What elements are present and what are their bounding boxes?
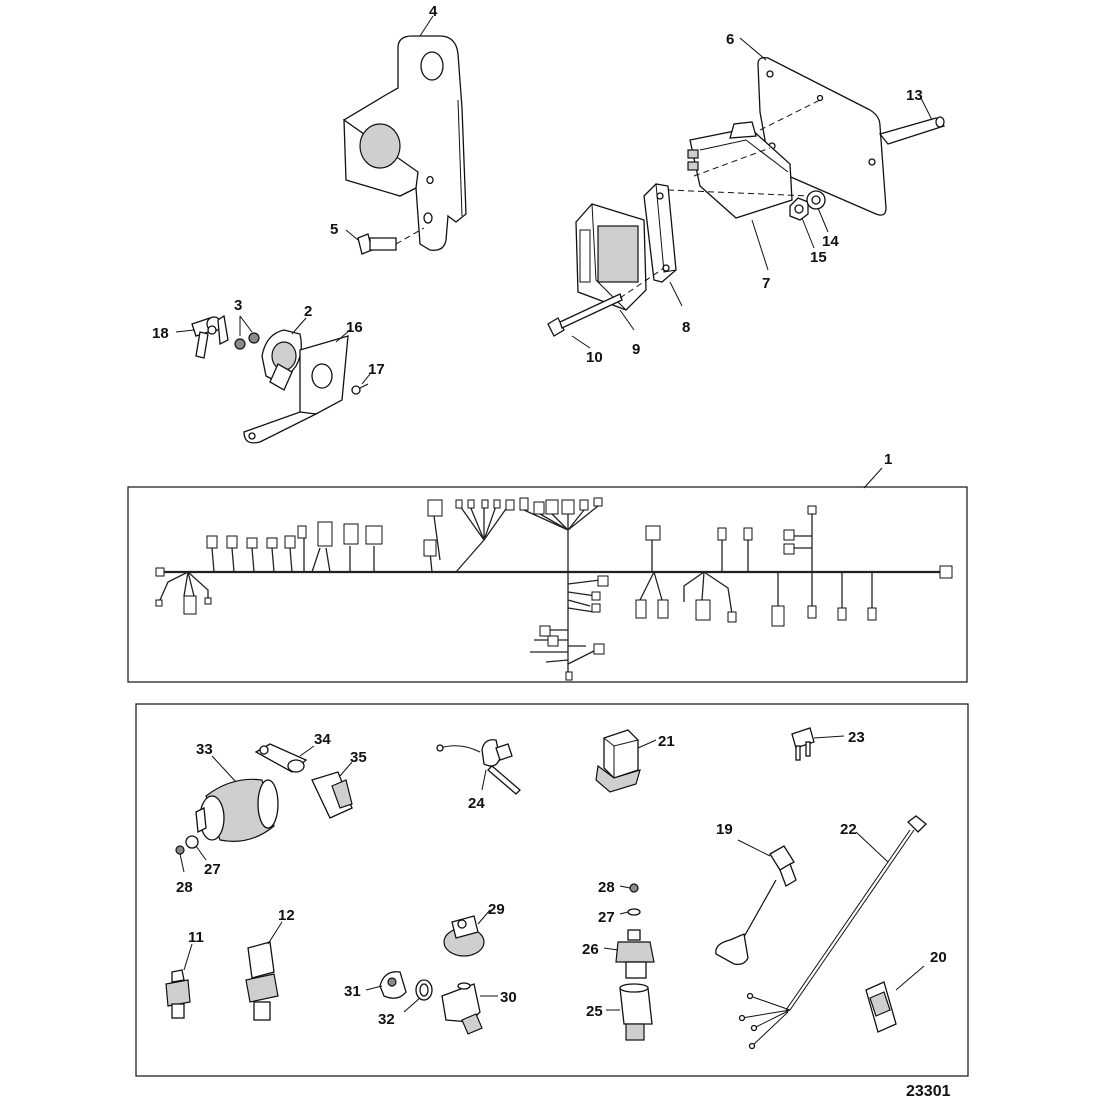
callout-25: 25 xyxy=(586,1003,603,1020)
part-28-washer-left: 28 xyxy=(175,845,193,896)
part-33-sender: 33 xyxy=(195,741,279,842)
part-12-sensor: 12 xyxy=(245,907,295,1021)
part-5-screw: 5 xyxy=(330,221,425,255)
callout-2: 2 xyxy=(304,303,312,320)
part-25-adapter: 25 xyxy=(586,983,653,1041)
part-27-washer-right: 27 xyxy=(598,908,641,926)
callout-18: 18 xyxy=(152,325,169,342)
part-9-module: 9 xyxy=(575,203,647,358)
callout-28-right: 28 xyxy=(598,879,615,896)
callout-8: 8 xyxy=(682,319,690,336)
figure-number: 23301 xyxy=(906,1083,951,1100)
callout-31: 31 xyxy=(344,983,361,1000)
callout-13: 13 xyxy=(906,87,923,104)
part-31-fitting: 31 xyxy=(344,971,407,1000)
callout-33: 33 xyxy=(196,741,213,758)
callout-24: 24 xyxy=(468,795,485,812)
part-14-washer: 14 xyxy=(806,190,839,250)
part-20-connector: 20 xyxy=(865,949,947,1033)
callout-7: 7 xyxy=(762,275,770,292)
part-1-wiring-harness: 1 xyxy=(127,451,968,683)
callout-34: 34 xyxy=(314,731,331,748)
part-4-bracket: 4 xyxy=(343,3,467,251)
part-34-fitting: 34 xyxy=(254,731,331,773)
callout-11: 11 xyxy=(188,929,204,946)
part-21-relay: 21 xyxy=(595,729,675,793)
callout-32: 32 xyxy=(378,1011,395,1028)
part-23-fuse: 23 xyxy=(791,727,865,761)
callout-16: 16 xyxy=(346,319,363,336)
callout-6: 6 xyxy=(726,31,734,48)
part-35-sensor: 35 xyxy=(311,749,367,819)
part-11-switch: 11 xyxy=(165,929,204,1019)
callout-35: 35 xyxy=(350,749,367,766)
part-26-sender: 26 xyxy=(582,929,655,979)
callout-4: 4 xyxy=(429,3,438,20)
callout-3: 3 xyxy=(234,297,242,314)
callout-30: 30 xyxy=(500,989,517,1006)
callout-20: 20 xyxy=(930,949,947,966)
callout-23: 23 xyxy=(848,729,865,746)
part-18-connector: 18 xyxy=(152,314,229,359)
part-15-nut: 15 xyxy=(789,197,827,266)
callout-9: 9 xyxy=(632,341,640,358)
callout-15: 15 xyxy=(810,249,827,266)
harness-frame xyxy=(127,486,968,683)
part-2-switch: 2 xyxy=(261,303,312,391)
part-7-module: 7 xyxy=(667,99,821,292)
part-22-harness-lead: 22 xyxy=(738,815,927,1050)
callout-27-left: 27 xyxy=(204,861,221,878)
part-17-screw: 17 xyxy=(351,361,385,395)
part-32-o-ring: 32 xyxy=(378,979,433,1028)
callout-28-left: 28 xyxy=(176,879,193,896)
part-27-washer-left: 27 xyxy=(185,835,221,878)
callout-1: 1 xyxy=(884,451,892,468)
part-28-washer-right: 28 xyxy=(598,879,639,896)
part-19-sensor: 19 xyxy=(715,821,797,966)
callout-26: 26 xyxy=(582,941,599,958)
part-13-pin: 13 xyxy=(878,87,946,145)
callout-14: 14 xyxy=(822,233,839,250)
callout-21: 21 xyxy=(658,733,675,750)
part-29-sender: 29 xyxy=(443,901,505,957)
part-30-elbow: 30 xyxy=(441,982,517,1035)
part-16-bracket: 16 xyxy=(243,319,363,444)
callout-17: 17 xyxy=(368,361,385,378)
part-24-sensor: 24 xyxy=(436,739,521,812)
callout-10: 10 xyxy=(586,349,603,366)
callout-27-right: 27 xyxy=(598,909,615,926)
callout-19: 19 xyxy=(716,821,733,838)
part-3-nut: 3 xyxy=(234,297,260,350)
callout-12: 12 xyxy=(278,907,295,924)
callout-29: 29 xyxy=(488,901,505,918)
part-10-screw: 10 xyxy=(547,267,665,366)
part-8-strap: 8 xyxy=(643,183,690,336)
callout-5: 5 xyxy=(330,221,338,238)
components-frame xyxy=(135,703,969,1077)
callout-22: 22 xyxy=(840,821,857,838)
